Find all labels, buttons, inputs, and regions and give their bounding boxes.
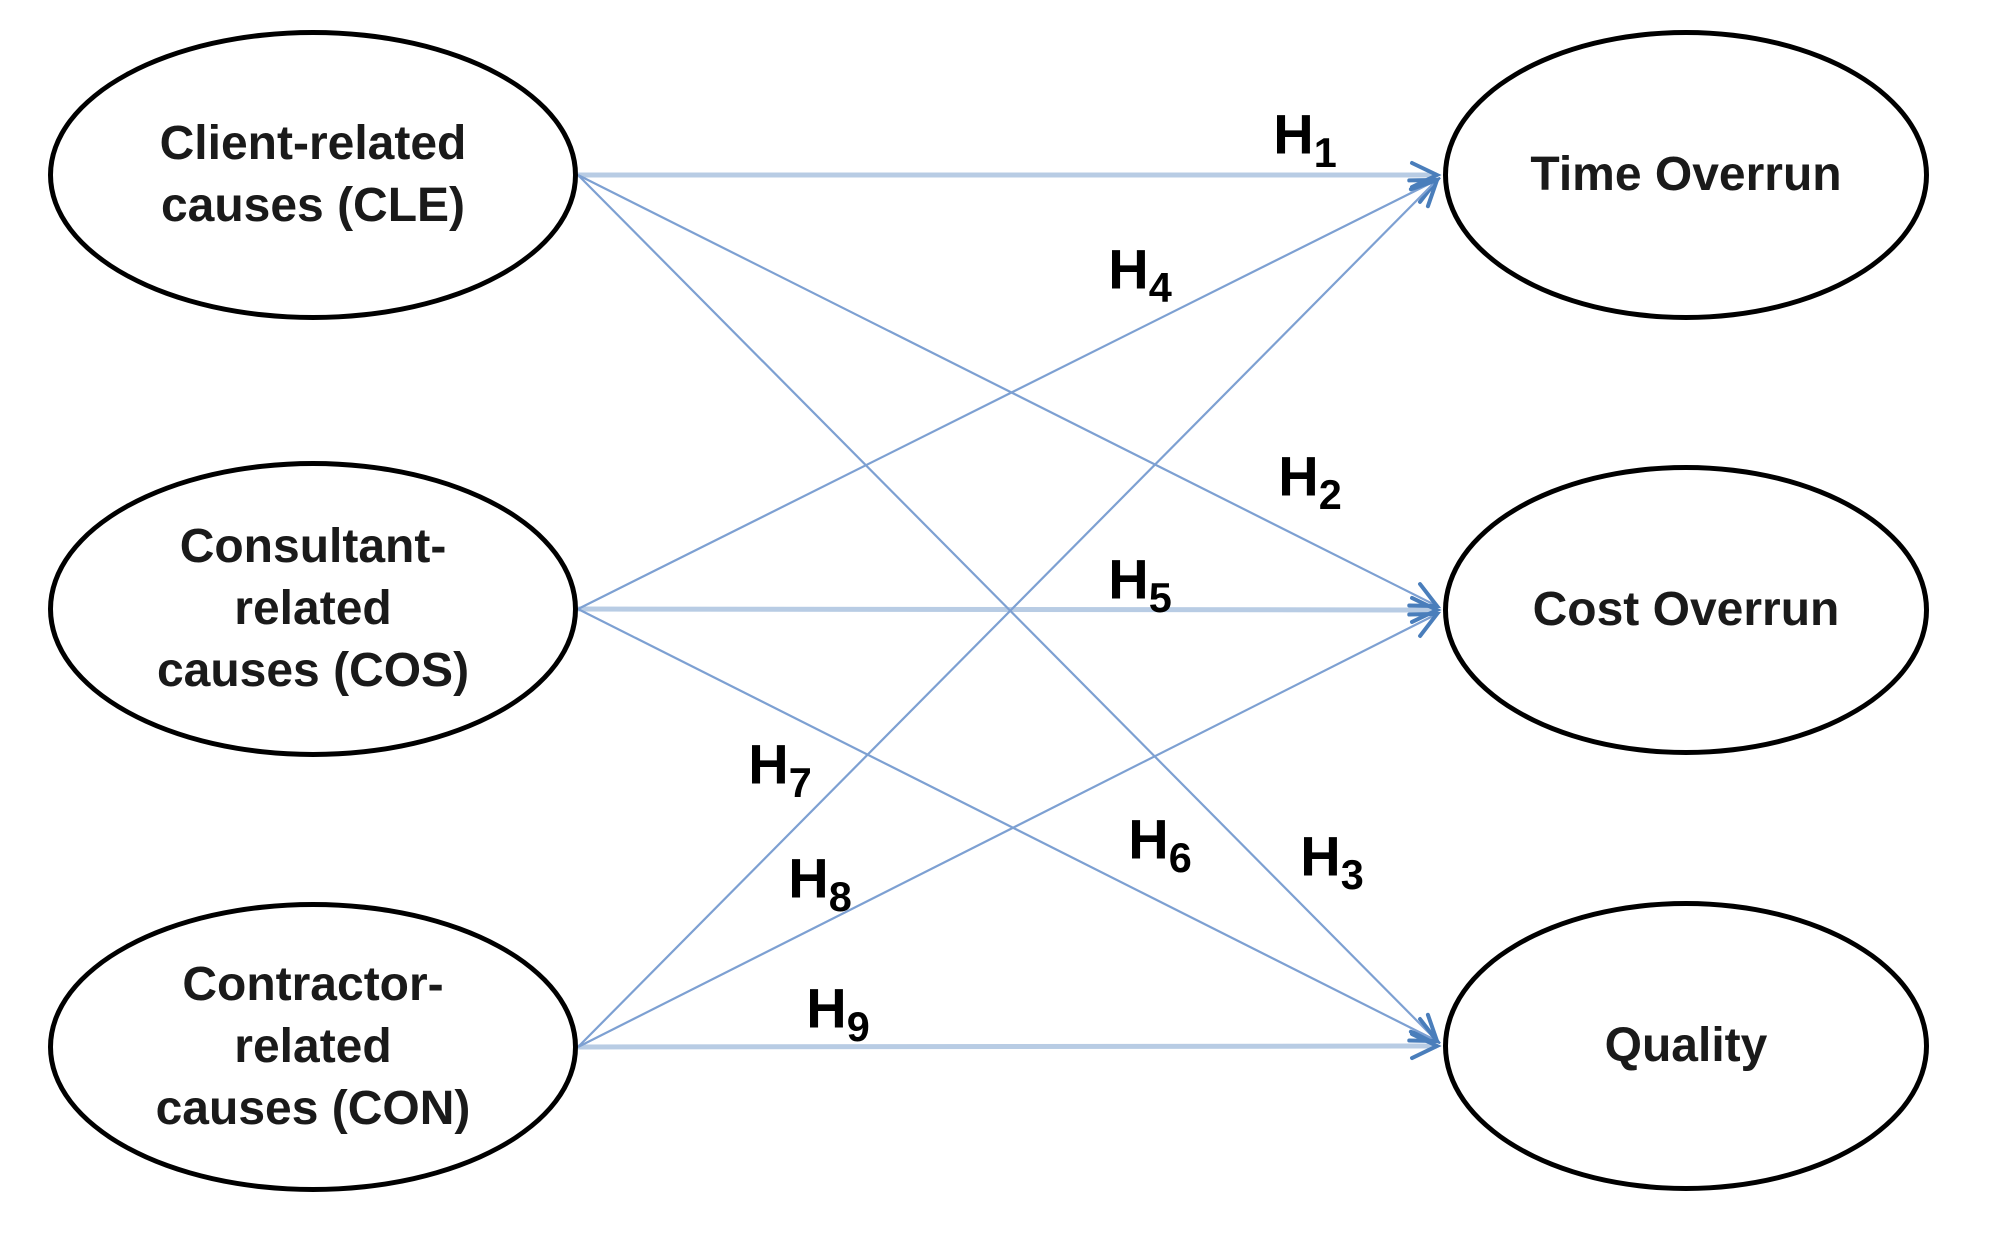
arrow-h4-cos-to-time bbox=[577, 177, 1442, 610]
arrow-h6-cos-to-quality bbox=[577, 608, 1442, 1044]
node-time-overrun: Time Overrun bbox=[1443, 30, 1929, 320]
node-quality: Quality bbox=[1443, 901, 1929, 1191]
arrow-h8-con-to-cost bbox=[577, 611, 1442, 1048]
node-label-line: related bbox=[234, 1020, 392, 1073]
node-label-line: Contractor- bbox=[182, 958, 444, 1011]
hypothesis-label-h7: H7 bbox=[748, 732, 812, 806]
node-consultant-related-causes: Consultant- related causes (COS) bbox=[48, 461, 578, 757]
hypothesis-label-h5: H5 bbox=[1108, 547, 1172, 621]
hypothesis-label-h4: H4 bbox=[1108, 237, 1172, 311]
node-contractor-related-causes: Contractor- related causes (CON) bbox=[48, 902, 578, 1192]
hypothesis-label-h3: H3 bbox=[1300, 824, 1364, 898]
node-label-line: Client-related bbox=[159, 117, 467, 170]
node-label-line: related bbox=[234, 582, 392, 635]
node-label: Cost Overrun bbox=[1532, 583, 1840, 636]
hypothesis-label-h9: H9 bbox=[806, 976, 870, 1050]
node-label: Time Overrun bbox=[1530, 148, 1842, 201]
hypothesis-label-h2: H2 bbox=[1278, 444, 1342, 518]
hypothesis-label-h8: H8 bbox=[788, 846, 852, 920]
arrow-h9-con-to-quality bbox=[577, 1032, 1442, 1061]
arrow-h7-con-to-time bbox=[577, 176, 1441, 1048]
node-label-line: causes (CLE) bbox=[160, 179, 466, 232]
node-label-line: causes (COS) bbox=[156, 644, 470, 697]
node-client-related-causes: Client-related causes (CLE) bbox=[48, 30, 578, 320]
node-cost-overrun: Cost Overrun bbox=[1443, 465, 1929, 755]
node-label: Quality bbox=[1604, 1019, 1768, 1072]
hypothesis-label-h1: H1 bbox=[1273, 102, 1337, 176]
arrow-h2-cle-to-cost bbox=[577, 174, 1442, 609]
node-label-line: causes (CON) bbox=[155, 1082, 471, 1135]
arrow-h3-cle-to-quality bbox=[577, 174, 1441, 1045]
node-label-line: Consultant- bbox=[179, 520, 447, 573]
hypothesis-label-h6: H6 bbox=[1128, 807, 1192, 881]
